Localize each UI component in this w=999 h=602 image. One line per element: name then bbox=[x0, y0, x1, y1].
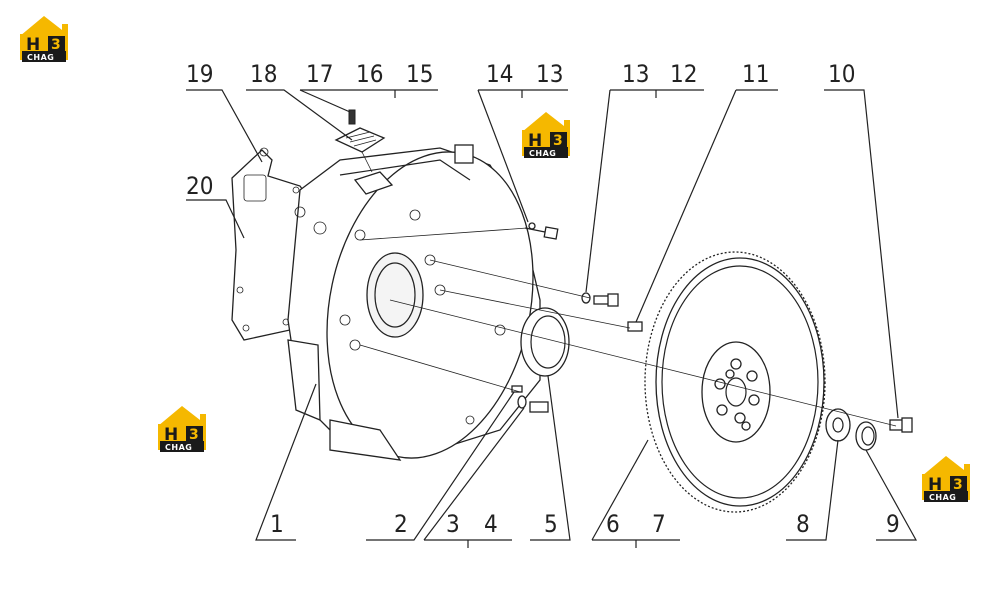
brand-logo-top-left: H 3 CHAG bbox=[20, 16, 68, 62]
callout-18: 18 bbox=[250, 60, 277, 88]
svg-text:H: H bbox=[928, 475, 942, 495]
callout-6: 6 bbox=[606, 510, 620, 538]
callout-17: 17 bbox=[306, 60, 333, 88]
flywheel-housing-part-1 bbox=[287, 144, 541, 461]
leader-lines bbox=[186, 89, 918, 548]
callout-16: 16 bbox=[356, 60, 383, 88]
svg-text:H: H bbox=[164, 425, 178, 445]
callout-10: 10 bbox=[828, 60, 855, 88]
logo-digit: 3 bbox=[51, 37, 61, 53]
callout-19: 19 bbox=[186, 60, 213, 88]
brand-logo-right: H 3 CHAG bbox=[922, 456, 970, 502]
callout-12: 12 bbox=[670, 60, 697, 88]
callout-4: 4 bbox=[484, 510, 498, 538]
svg-text:CHAG: CHAG bbox=[929, 493, 956, 502]
logo-letter: H bbox=[26, 35, 40, 55]
svg-text:3: 3 bbox=[953, 477, 963, 493]
callout-15: 15 bbox=[406, 60, 433, 88]
bearing-part-9 bbox=[855, 421, 877, 451]
callout-14: 14 bbox=[486, 60, 513, 88]
callout-5: 5 bbox=[544, 510, 558, 538]
callout-3: 3 bbox=[446, 510, 460, 538]
bolts-and-pins bbox=[511, 222, 913, 433]
callout-20: 20 bbox=[186, 172, 213, 200]
assembly-axis-lines bbox=[359, 227, 897, 427]
callout-1: 1 bbox=[270, 510, 284, 538]
callout-2: 2 bbox=[394, 510, 408, 538]
callout-7: 7 bbox=[652, 510, 666, 538]
svg-text:CHAG: CHAG bbox=[529, 149, 556, 158]
brand-logo-center: H 3 CHAG bbox=[522, 112, 570, 158]
callout-9: 9 bbox=[886, 510, 900, 538]
svg-text:3: 3 bbox=[553, 133, 563, 149]
oil-seal-part-5 bbox=[520, 307, 570, 377]
sensor-bracket-part-18 bbox=[334, 109, 386, 173]
brand-logo-left: H 3 CHAG bbox=[158, 406, 206, 452]
callout-13-second: 13 bbox=[622, 60, 649, 88]
callout-labels: 19 20 18 17 16 15 14 13 13 12 11 10 1 2 … bbox=[186, 60, 900, 538]
svg-text:3: 3 bbox=[189, 427, 199, 443]
svg-text:CHAG: CHAG bbox=[165, 443, 192, 452]
flywheel-bolt-holes bbox=[714, 358, 760, 431]
callout-8: 8 bbox=[796, 510, 810, 538]
callout-11: 11 bbox=[742, 60, 769, 88]
callout-13: 13 bbox=[536, 60, 563, 88]
flywheel-part-6 bbox=[644, 251, 826, 513]
logo-subtext: CHAG bbox=[27, 53, 54, 62]
svg-text:H: H bbox=[528, 131, 542, 151]
